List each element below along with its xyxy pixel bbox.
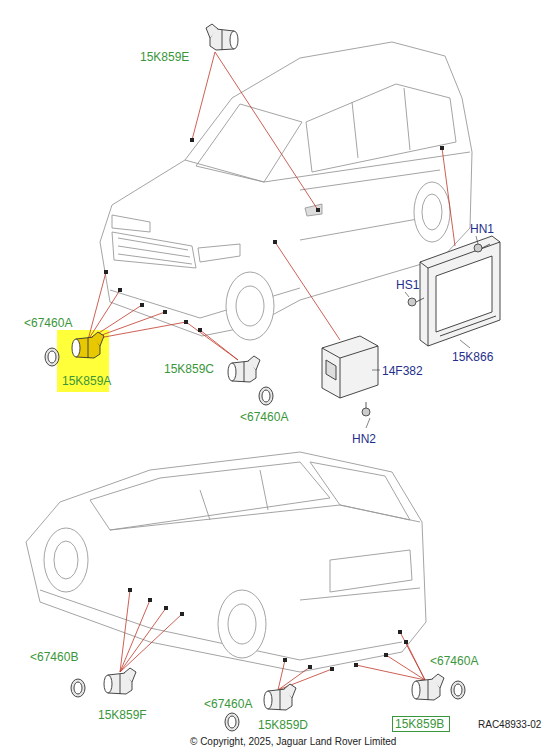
part-number: 15K859B [395,717,447,731]
bezel-ring [45,348,59,366]
module-15k866 [420,236,500,346]
part-number: 15K859E [140,50,189,64]
sensor-icon [412,674,444,700]
part-number-box: 15K859B [392,716,450,732]
part-number: 15K859F [98,708,147,722]
part-number: 15K859A [62,374,111,388]
part-number: 15K859D [258,718,308,732]
bezel-ring [259,387,273,405]
sensor-icon [264,684,296,710]
sensor-icon [206,24,238,50]
part-number: <67460A [204,697,252,711]
part-number: HS1 [396,278,419,292]
bezel-ring [225,713,239,731]
part-number: HN1 [470,222,494,236]
part-number: <67460A [24,316,72,330]
leader-lines [88,52,455,690]
part-number: <67460B [30,650,78,664]
note-text: © Copyright, 2025, Jaguar Land Rover Lim… [190,735,396,749]
rear-vehicle [26,452,426,672]
bezel-ring [451,681,465,699]
part-number: 15K866 [452,350,493,364]
part-number: HN2 [352,432,376,446]
part-number: <67460A [430,654,478,668]
callout-leaders [366,236,478,428]
module-14f382 [322,336,378,398]
note-text: RAC48933-02 [478,718,541,732]
front-vehicle [100,42,472,340]
fasteners [362,244,490,416]
sensor-icon [228,356,260,382]
sensor-locations [104,138,444,671]
sensor-icon [104,668,136,694]
bezel-ring [71,679,85,697]
part-number: 15K859C [164,362,214,376]
part-number: <67460A [240,410,288,424]
sensor-icon [72,332,104,358]
part-number: 14F382 [382,364,423,378]
